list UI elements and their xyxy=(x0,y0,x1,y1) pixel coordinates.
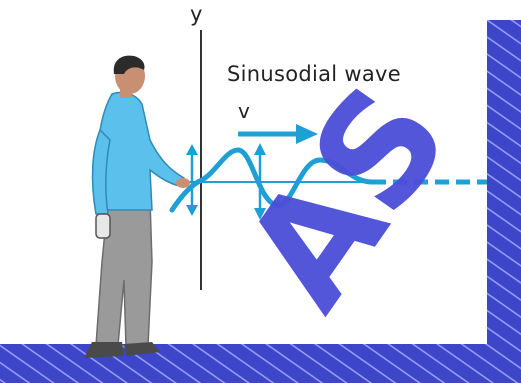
y-axis-label: y xyxy=(190,2,203,26)
person-pants xyxy=(95,199,153,348)
wall xyxy=(487,20,521,383)
double-headed-vertical-arrow-icon xyxy=(254,143,266,220)
wave-title-label: Sinusodial wave xyxy=(227,62,402,86)
double-headed-vertical-arrow-icon xyxy=(186,144,198,216)
person-shoe-right xyxy=(124,342,160,356)
floor xyxy=(0,344,521,383)
arrow-right-icon xyxy=(238,124,318,144)
person-hand xyxy=(176,178,190,188)
handheld-object xyxy=(95,213,111,239)
person-hair xyxy=(113,55,145,74)
person-shirt xyxy=(97,91,185,211)
velocity-label: v xyxy=(238,99,250,123)
person-shoe-left xyxy=(84,342,124,358)
watermark-text: AS xyxy=(212,55,483,338)
person-figure xyxy=(84,55,190,358)
watermark: AS xyxy=(212,55,483,338)
